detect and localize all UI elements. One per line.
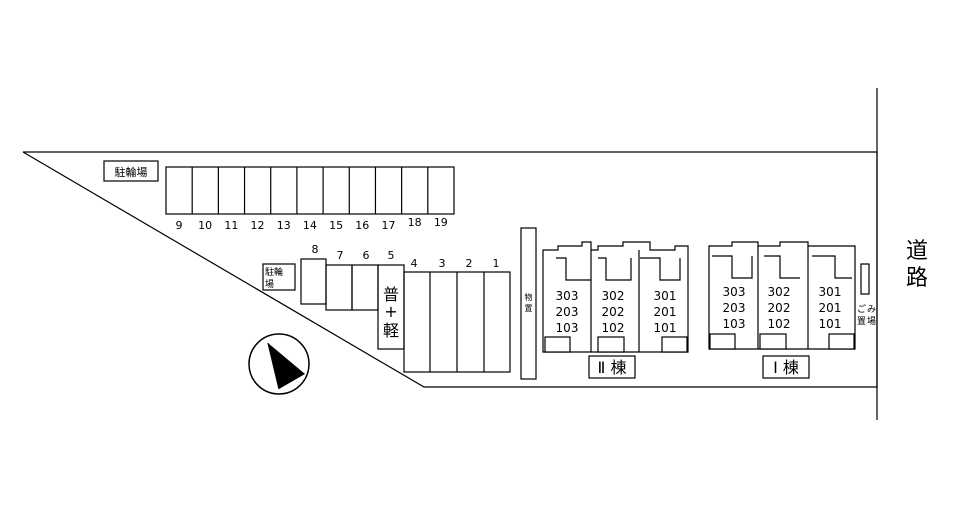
storage-label-1: 物 [525, 292, 533, 302]
parking-number-9: 9 [176, 219, 183, 232]
compact-space-label-3: 軽 [383, 321, 399, 340]
building-1-outline [708, 241, 856, 350]
garbage-area: ご み 置 場 [857, 263, 876, 327]
unit-number: 301 [819, 285, 842, 299]
bike-parking-mid: 駐輪 場 [262, 263, 296, 291]
parking-space-7 [325, 264, 353, 311]
parking-number-12: 12 [251, 219, 265, 232]
unit-number: 302 [602, 289, 625, 303]
unit-number: 203 [556, 305, 579, 319]
bike-parking-top-box [103, 160, 159, 182]
parking-space-6 [351, 264, 379, 311]
garbage-label-3: 置 [857, 316, 866, 327]
bike-parking-top-label: 駐輪場 [115, 165, 148, 179]
unit-number: 202 [602, 305, 625, 319]
unit-number: 203 [723, 301, 746, 315]
building-2-name: Ⅱ 棟 [598, 358, 627, 377]
unit-number: 201 [654, 305, 677, 319]
storage-box [520, 227, 537, 380]
parking-number-5: 5 [388, 249, 395, 262]
building-1-name-box [762, 355, 810, 379]
bike-parking-mid-label-2: 場 [265, 278, 274, 290]
compact-space-label-2: + [384, 302, 397, 321]
garbage-label-1: ご [857, 303, 866, 315]
unit-number: 101 [654, 321, 677, 335]
bike-parking-mid-box [262, 263, 296, 291]
parking-number-19: 19 [434, 216, 448, 229]
storage: 物 置 [520, 227, 537, 380]
building-2-outline [542, 241, 689, 353]
unit-number: 303 [723, 285, 746, 299]
storage-label-2: 置 [525, 304, 533, 313]
unit-number: 101 [819, 317, 842, 331]
site-boundary [22, 151, 878, 388]
garbage-box [860, 263, 870, 295]
parking-number-7: 7 [337, 249, 344, 262]
parking-number-1: 1 [493, 257, 500, 270]
parking-row-top-outline [165, 166, 455, 215]
parking-number-14: 14 [303, 219, 317, 232]
bike-parking-top: 駐輪場 [103, 160, 159, 182]
unit-number: 102 [602, 321, 625, 335]
garbage-label-2: み [867, 304, 876, 315]
parking-row-right: 4 3 2 1 [403, 257, 511, 373]
building-1-name: Ⅰ 棟 [773, 358, 799, 377]
parking-number-10: 10 [198, 219, 212, 232]
building-2: 303 203 103 302 202 102 301 201 101 Ⅱ 棟 [542, 241, 689, 379]
parking-number-8: 8 [312, 243, 319, 256]
parking-number-17: 17 [381, 219, 395, 232]
compact-space-label-1: 普 [383, 285, 399, 304]
parking-number-11: 11 [224, 219, 238, 232]
building-1: 303 203 103 302 202 102 301 201 101 Ⅰ 棟 [708, 241, 856, 379]
road-label-1: 道 [906, 239, 928, 264]
parking-number-2: 2 [466, 257, 473, 270]
parking-number-16: 16 [355, 219, 369, 232]
parking-number-4: 4 [411, 257, 418, 270]
parking-number-15: 15 [329, 219, 343, 232]
unit-number: 103 [556, 321, 579, 335]
compass-north-icon [248, 333, 310, 395]
parking-number-6: 6 [363, 249, 370, 262]
building-2-name-box [588, 355, 636, 379]
parking-row-top: 9 10 11 12 13 14 15 16 17 18 19 [165, 166, 455, 232]
unit-number: 302 [768, 285, 791, 299]
parking-number-3: 3 [439, 257, 446, 270]
unit-number: 102 [768, 317, 791, 331]
road-label-2: 路 [906, 266, 928, 291]
garbage-label-4: 場 [867, 315, 876, 327]
unit-number: 202 [768, 301, 791, 315]
unit-number: 103 [723, 317, 746, 331]
parking-number-18: 18 [408, 216, 422, 229]
unit-number: 201 [819, 301, 842, 315]
bike-parking-mid-label-1: 駐輪 [265, 266, 283, 278]
unit-number: 303 [556, 289, 579, 303]
parking-space-8 [300, 258, 327, 305]
unit-number: 301 [654, 289, 677, 303]
parking-number-13: 13 [277, 219, 291, 232]
parking-row-mid: 8 7 6 5 普 + 軽 [300, 243, 405, 350]
